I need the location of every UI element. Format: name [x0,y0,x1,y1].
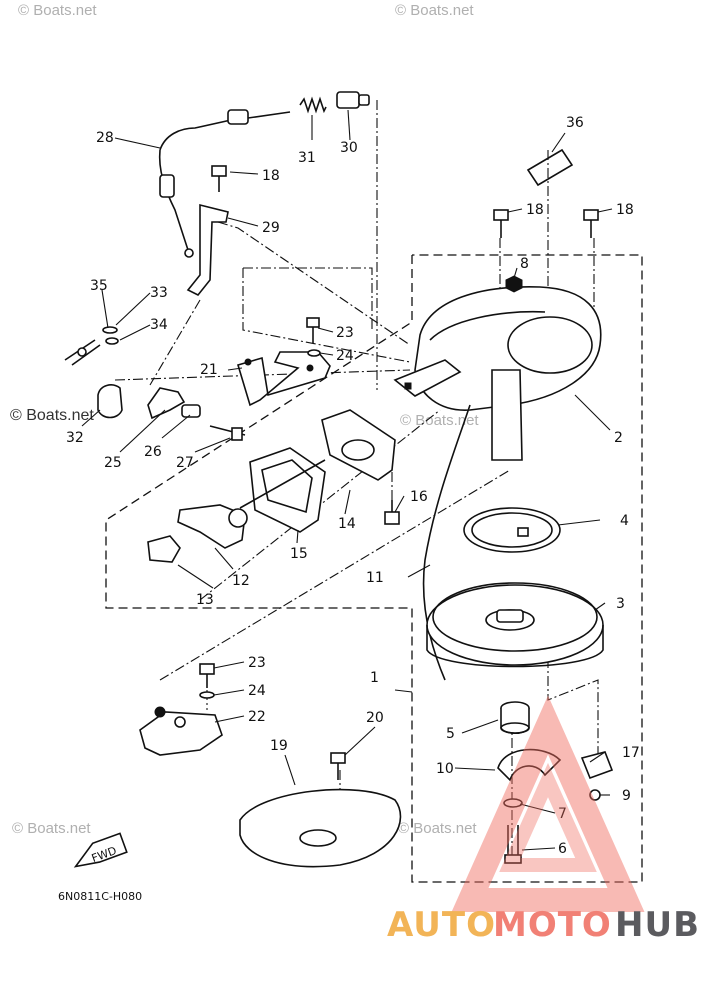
watermark-mid: © Boats.net [400,412,479,429]
callout-12: 12 [232,573,250,589]
callout-32: 32 [66,430,84,446]
callout-5: 5 [446,726,455,742]
callout-14: 14 [338,516,356,532]
callout-7: 7 [558,806,567,822]
bracket-22 [139,706,223,756]
callout-21: 21 [200,362,218,378]
callout-24-upper: 24 [336,348,354,364]
callout-33: 33 [150,285,168,301]
callout-28: 28 [96,130,114,146]
bolt-20 [330,752,346,780]
handle-cap-13 [147,535,181,563]
callout-25: 25 [104,455,122,471]
starter-handle-12 [177,504,248,549]
callout-18-right: 18 [616,202,634,218]
callout-30: 30 [340,140,358,156]
callout-18-mid: 18 [526,202,544,218]
callout-16: 16 [410,489,428,505]
bolt-18-left [211,165,227,192]
washer-7 [503,798,523,808]
callout-26: 26 [144,444,162,460]
bolt-18-mid [493,209,509,238]
callout-8: 8 [520,256,529,272]
callout-1: 1 [370,670,379,686]
bolt-23-lower [199,663,215,688]
washer-24-lower [199,691,215,699]
watermark-top-left: © Boats.net [18,2,97,19]
callout-36: 36 [566,115,584,131]
grommet-15 [249,447,326,533]
assembly-boundary [105,254,643,883]
bolt-16 [384,500,400,525]
callout-11: 11 [366,570,384,586]
recoil-housing [393,286,602,461]
spiral-spring-4 [463,507,561,553]
logo-hub-text: HUB [615,905,700,945]
starter-rope-upper [239,459,326,509]
spring-31 [299,96,327,114]
callout-29: 29 [262,220,280,236]
callout-2: 2 [614,430,623,446]
callout-19: 19 [270,738,288,754]
rope-guide-14 [321,409,396,481]
sheave-drum-3 [426,582,604,668]
bolt-6 [504,825,522,864]
callout-3: 3 [616,596,625,612]
callout-35: 35 [90,278,108,294]
logo-auto-text: AUTO [387,905,496,945]
automotohub-logo: AUTO MOTO HUB [387,695,700,945]
pawl-17 [580,751,614,780]
callout-27: 27 [176,455,194,471]
callout-15: 15 [290,546,308,562]
bracket-29 [186,203,229,297]
watermark-top-right: © Boats.net [395,2,474,19]
washer-24-upper [307,349,321,357]
fwd-arrow: FWD [73,832,128,868]
callout-22: 22 [248,709,266,725]
logo-moto-text: MOTO [493,905,612,945]
clip-10 [497,748,562,782]
plate-19 [239,788,402,868]
lever-assembly [64,326,246,441]
starter-cable [158,109,291,258]
callout-leaders [81,109,613,851]
nut-8 [505,275,523,293]
bolt-18-right [583,209,599,238]
callout-34: 34 [150,317,168,333]
watermark-bottom-right: © Boats.net [398,820,477,837]
watermark-bottom-left: © Boats.net [12,820,91,837]
callout-9: 9 [622,788,631,804]
callout-17: 17 [622,745,640,761]
bushing-5 [500,701,530,735]
callout-18-left: 18 [262,168,280,184]
drawing-code: 6N0811C-H080 [58,890,142,903]
label-sticker [526,132,574,187]
bracket-21 [237,351,331,407]
starter-rope-11 [422,404,471,681]
callout-10: 10 [436,761,454,777]
callout-13: 13 [196,592,214,608]
callout-23-upper: 23 [336,325,354,341]
cap-30 [336,91,370,109]
callout-6: 6 [558,841,567,857]
callout-31: 31 [298,150,316,166]
callout-23-lower: 23 [248,655,266,671]
callout-numbers: 28 31 30 18 29 36 18 18 8 35 33 34 23 24… [66,115,640,857]
callout-24-lower: 24 [248,683,266,699]
watermark-side: © Boats.net [10,407,94,424]
callout-4: 4 [620,513,629,529]
callout-20: 20 [366,710,384,726]
bolt-23-upper [306,317,320,343]
